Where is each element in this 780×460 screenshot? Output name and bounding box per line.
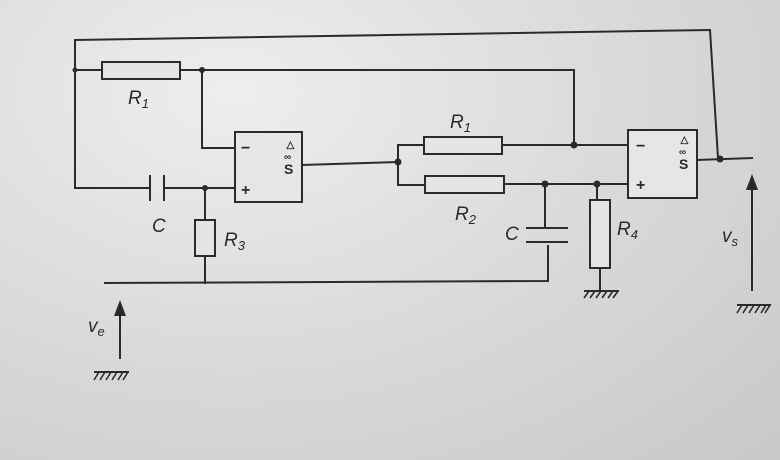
node-plus	[202, 185, 208, 191]
amp1-output-wire	[300, 160, 400, 167]
label-r3: R3	[224, 230, 246, 253]
ground-symbol-ve	[93, 371, 129, 381]
label-ve: ve	[88, 316, 105, 339]
split-top-wire	[397, 144, 425, 163]
label-r4: R4	[617, 219, 638, 242]
op-amp-1-plus: +	[241, 182, 250, 199]
op-amp-2: − + ▷ ∞ S	[627, 129, 698, 199]
node-split	[394, 158, 402, 166]
ve-arrow	[114, 300, 126, 359]
op-amp-1-minus: −	[241, 140, 250, 157]
junction-nodes	[72, 67, 724, 191]
op-amp-2-infinity: ∞	[679, 147, 686, 158]
op-amp-2-output-label: S	[679, 156, 688, 172]
op-amp-2-body	[627, 129, 698, 199]
label-r1-left: R1	[128, 88, 149, 111]
resistor-r1-right	[423, 136, 503, 155]
vs-arrow	[746, 174, 758, 291]
resistor-r1-left	[101, 61, 181, 80]
label-r1-right: R1	[450, 112, 471, 135]
label-r2: R2	[455, 204, 477, 227]
common-line-wire	[103, 245, 549, 285]
wires	[73, 28, 754, 291]
op-amp-1-body	[234, 131, 303, 203]
top-feedback-wire	[73, 28, 720, 160]
node-output	[716, 155, 724, 163]
capacitor-c-left	[149, 175, 165, 201]
ground-symbol-vs	[736, 304, 771, 314]
op-amp-1-output-label: S	[284, 161, 293, 177]
amp1-minus-wire	[201, 69, 236, 149]
node-r1-out	[199, 67, 205, 73]
resistor-r2	[424, 175, 505, 194]
r1-left-out-wire	[179, 69, 575, 144]
op-amp-2-minus: −	[636, 138, 645, 155]
capacitor-c-right	[526, 227, 568, 243]
left-loop-wire	[74, 39, 149, 189]
node-c-right	[541, 180, 549, 188]
ground-symbol-r4	[583, 290, 619, 299]
node-r4	[593, 180, 601, 188]
op-amp-2-triangle: ▷	[679, 135, 690, 145]
node-feedback-in	[570, 141, 578, 149]
node-left-top	[72, 67, 78, 73]
label-vs: vs	[722, 226, 739, 249]
op-amp-2-plus: +	[636, 177, 645, 194]
amp2-output-wire	[695, 156, 754, 162]
op-amp-1-triangle: ▷	[285, 140, 296, 150]
resistor-r3	[194, 219, 216, 257]
label-c-left: C	[152, 216, 166, 237]
op-amp-1-infinity: ∞	[284, 152, 291, 163]
op-amp-1: − + ▷ ∞ S	[234, 131, 303, 203]
split-bottom-wire	[397, 161, 426, 186]
resistor-r4	[589, 199, 611, 269]
label-c-right: C	[505, 224, 519, 245]
